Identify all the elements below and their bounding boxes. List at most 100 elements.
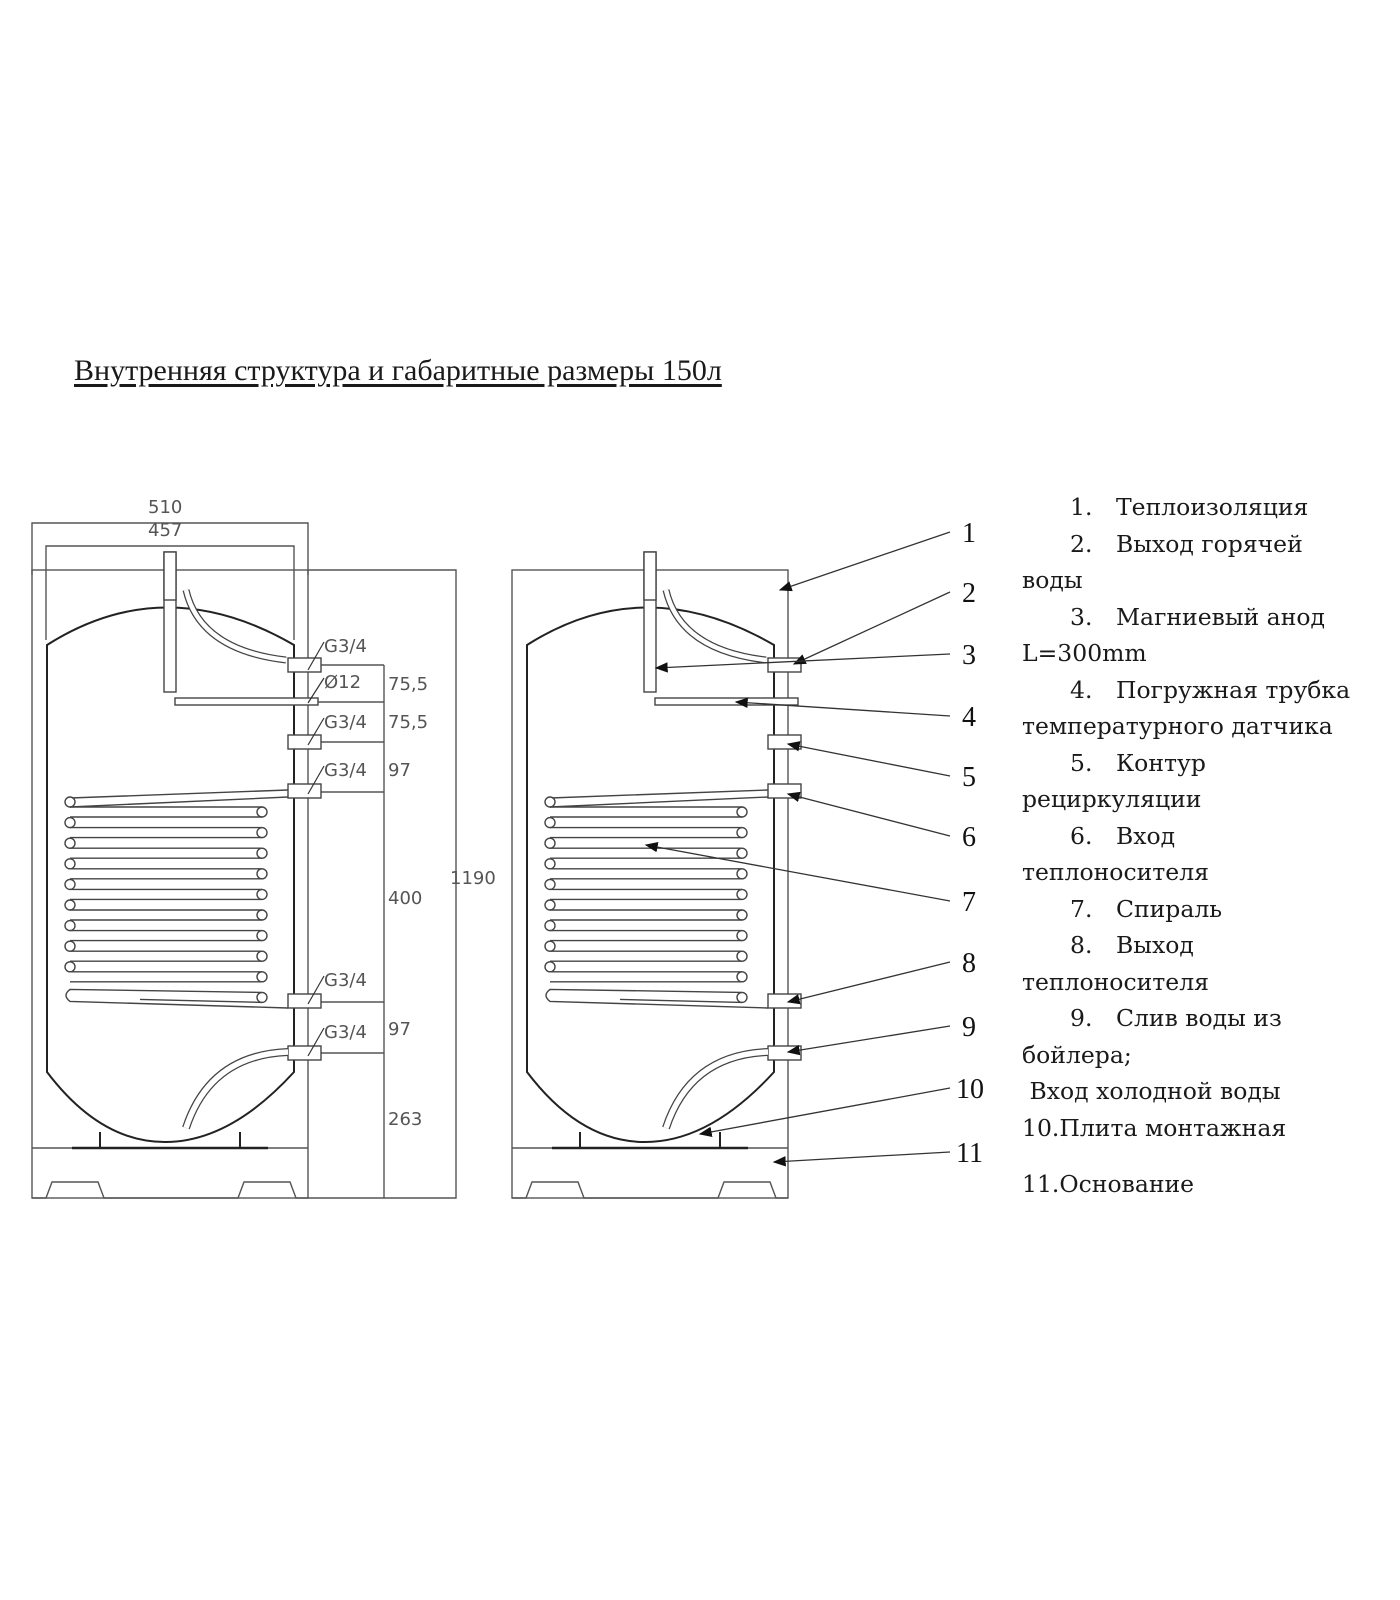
coil-turn [64, 878, 76, 891]
coil-turn [544, 796, 556, 808]
spacing-label: 263 [388, 1109, 422, 1130]
leader-8 [786, 961, 951, 1005]
leader-11 [772, 1151, 951, 1167]
coil-pipe [549, 789, 769, 808]
coil-turn [64, 940, 76, 952]
coil-pipe [550, 909, 742, 921]
coil-turn [256, 929, 268, 942]
leader-6 [786, 791, 951, 837]
fitting-leaders [307, 641, 325, 1057]
leader-7 [644, 842, 951, 902]
right-internals [643, 551, 802, 1130]
coil-pipe [69, 789, 289, 808]
coil-turn [256, 806, 268, 818]
coil-pipe [545, 988, 769, 1009]
callout-number: 6 [962, 822, 976, 853]
legend-item: 9.Слив воды из [1070, 1004, 1282, 1032]
base-feet [32, 1181, 308, 1199]
fitting-label: G3/4 [324, 712, 367, 733]
coil-pipe [70, 868, 262, 880]
coil-turn [64, 816, 76, 829]
coil-turn [736, 806, 748, 818]
coil-turn [544, 816, 556, 829]
callout-number: 8 [962, 948, 976, 979]
spacing-label: 75,5 [388, 712, 428, 733]
legend-item: 8.Выход [1070, 931, 1194, 959]
coil-pipe [550, 971, 742, 983]
component-legend: 1.Теплоизоляция 2.Выход горячей воды 3.М… [1022, 489, 1392, 1203]
spacing-label: 97 [388, 1019, 411, 1040]
dim-label-510: 510 [148, 497, 182, 518]
fitting-label: Ø12 [324, 672, 361, 693]
coil-pipe [550, 929, 742, 942]
fitting-label: G3/4 [324, 970, 367, 991]
callout-leaders [644, 531, 951, 1167]
fitting-label: G3/4 [324, 636, 367, 657]
left-dimension-labels: 510 457 1190 G3/4 Ø12 G3/4 G3/4 G3/4 G3/… [148, 497, 496, 1130]
callout-number: 5 [962, 762, 976, 793]
coil-turn [64, 919, 76, 932]
coil-turn [544, 858, 556, 870]
coil-pipe [550, 826, 742, 839]
coil-turn [256, 950, 268, 962]
coil-turn [736, 929, 748, 942]
dim-line-1190 [308, 569, 457, 1199]
legend-item: 7.Спираль [1070, 894, 1223, 923]
legend-item-cont: воды [1022, 566, 1083, 594]
legend-item-cont: теплоносителя [1022, 858, 1209, 886]
legend-item-cont: L=300mm [1022, 639, 1147, 667]
coil-pipe [70, 909, 262, 921]
legend-item: 3.Магниевый анод [1070, 602, 1325, 631]
coil-turn [736, 991, 748, 1004]
coil-turn [736, 826, 748, 839]
coil-turn [256, 826, 268, 839]
coil-turn [64, 837, 76, 849]
coil-pipe [70, 847, 262, 859]
coil-turn [736, 971, 748, 983]
right-heating-coil [544, 789, 769, 1009]
fitting-label: G3/4 [324, 1022, 367, 1043]
callout-number: 2 [962, 578, 976, 609]
dim-label-1190: 1190 [450, 868, 496, 889]
left-heating-coil [64, 789, 289, 1009]
legend-item-cont: температурного датчика [1022, 712, 1333, 740]
coil-turn [256, 888, 268, 901]
coil-turn [256, 991, 268, 1004]
coil-pipe [550, 888, 742, 901]
callout-number: 1 [962, 518, 976, 549]
right-tank [526, 606, 775, 1150]
sensor-tube [174, 697, 319, 706]
legend-item: 11.Основание [1022, 1170, 1195, 1198]
coil-pipe [550, 806, 742, 818]
callout-number: 7 [962, 887, 976, 918]
callout-number: 11 [956, 1138, 983, 1169]
fitting-label: G3/4 [324, 760, 367, 781]
diagram-title: Внутренняя структура и габаритные размер… [74, 354, 722, 387]
leader-4 [734, 697, 951, 717]
left-tank [46, 606, 295, 1150]
legend-item: 1.Теплоизоляция [1070, 493, 1309, 521]
coil-turn [544, 837, 556, 849]
spacing-label: 75,5 [388, 674, 428, 695]
coil-turn [736, 868, 748, 880]
coil-turn [64, 796, 76, 808]
coil-pipe [550, 868, 742, 880]
coil-turn [736, 847, 748, 859]
coil-pipe [70, 826, 262, 839]
callout-numbers: 1 2 3 4 5 6 7 8 9 10 11 [956, 518, 984, 1169]
coil-turn [64, 858, 76, 870]
dim-label-457: 457 [148, 520, 182, 541]
legend-item-extra: Вход холодной воды [1022, 1077, 1281, 1105]
left-dimensioned-view [31, 522, 457, 1199]
coil-pipe [70, 806, 262, 818]
leader-1 [778, 531, 951, 592]
coil-turn [544, 940, 556, 952]
coil-pipe [70, 888, 262, 901]
coil-pipe [70, 971, 262, 983]
legend-item: 6.Вход [1070, 821, 1176, 850]
legend-item: 10.Плита монтажная [1022, 1113, 1287, 1142]
legend-item-cont: бойлера; [1022, 1040, 1132, 1069]
legend-item: 5.Контур [1070, 748, 1206, 777]
callout-number: 10 [956, 1074, 984, 1105]
